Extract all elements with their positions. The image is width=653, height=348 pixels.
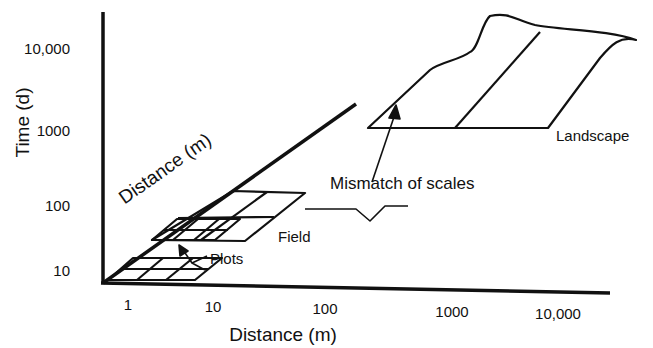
tick-label: 100 [45,198,70,213]
tick-label: 10,000 [535,306,581,321]
tick-label: 10,000 [24,41,70,56]
group-label: Field [278,229,311,244]
tick-label: 1000 [37,123,70,138]
axis-title: Distance (m) [229,325,337,344]
group-label: Plots [210,251,243,266]
tick-label: 1000 [435,304,468,319]
tick-label: 10 [53,263,70,278]
tick-label: 10 [205,299,222,314]
axis-title: Time (d) [13,87,32,157]
group-label: Landscape [556,128,629,143]
tick-label: 100 [312,301,337,316]
callout-text: Mismatch of scales [330,175,475,192]
tick-label: 1 [124,297,132,312]
axis-title: Distance (m) [115,129,214,206]
